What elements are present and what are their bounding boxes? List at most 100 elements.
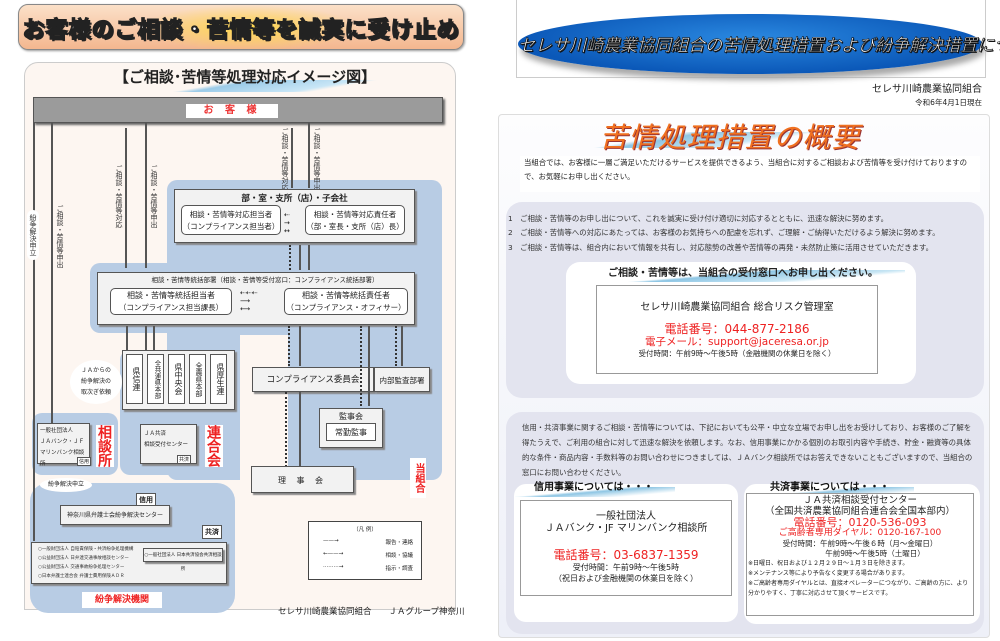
bar-center: 神奈川県弁護士会紛争解決センター <box>60 505 170 525</box>
kyosai-note: ※メンテナンス等により予告なく変更する場合があります。 <box>748 570 909 577</box>
customer-bar <box>33 97 443 123</box>
ja-kyosai-line2: 相談受付センター <box>144 442 189 448</box>
federation-item: 全共連県本部 <box>147 354 164 404</box>
left-banner: お客様のご相談・苦情等を誠実に受け止めます <box>18 4 464 50</box>
jabank-line2: ＪＡバンク・ＪＦ <box>40 439 85 445</box>
hq-staff-line2: （コンプライアンス担当課長） <box>118 303 224 312</box>
kyosai-heading: 共済事業については・・・ <box>770 482 890 493</box>
audit-line <box>401 326 403 366</box>
window-name: セレサ川崎農業協同組合 総合リスク管理室 <box>640 302 834 313</box>
double-arrow-icon: ←——→ <box>323 551 344 557</box>
standing-auditor: 常勤監事 <box>326 423 376 441</box>
federation-item: 県厚生連 <box>210 354 227 404</box>
legend-item: 相談・協議 <box>385 553 413 559</box>
title-frame <box>516 0 986 78</box>
federation-item: 県中央会 <box>168 354 185 404</box>
hq-fed-line2 <box>145 326 147 350</box>
intro-text: 当組合では、お客様に一層ご満足いただけるサービスを提供できるよう、当組合に対する… <box>520 156 980 192</box>
branch-arrows: ⇠→↔ <box>284 211 290 235</box>
overview-title: 苦情処理措置の概要 <box>599 121 861 154</box>
dispute-filing: 紛争解決申立 <box>40 478 92 492</box>
branch-out-label: ご相談・苦情等申出 <box>313 128 321 191</box>
hq-manager: 相談・苦情等統括責任者 （コンプライアンス・オフィサー） <box>284 288 408 315</box>
branch-manager-line2: （部・室長・支所（店）長） <box>306 222 404 231</box>
federation-item: 全農県本部 <box>189 354 206 404</box>
branch-response-line <box>291 128 293 188</box>
kyosai-phone[interactable]: 電話番号：0120-536-093 <box>793 516 927 529</box>
consult-line <box>51 123 53 423</box>
kyosai-box: ＪＡ共済相談受付センター （全国共済農業協同組合連合会全国本部内） 電話番号：0… <box>746 493 974 616</box>
federation-item: 県信連 <box>126 354 143 404</box>
branch-title: 部・室・支所（店）・子会社 <box>241 194 348 204</box>
jabank-line3: マリンバンク相談所 <box>40 450 85 467</box>
branch-response-label: ご相談・苦情等対応 <box>281 128 289 191</box>
window-phone[interactable]: 電話番号：044-877-2186 <box>664 322 810 336</box>
adr-kyosai: ○一般社団法人 日本共済協会共済相談所 <box>143 548 223 572</box>
federation-label: 連合会 <box>205 425 223 467</box>
credit-org2: ＪＡバンク・JF マリンバンク相談所 <box>544 523 708 534</box>
credit-phone[interactable]: 電話番号：03-6837-1359 <box>553 548 699 562</box>
hq-audit-dotted <box>360 326 362 406</box>
hq-manager-line2: （コンプライアンス・オフィサー） <box>286 303 406 312</box>
window-hours: 受付時間：午前9時～午後5時（金融機関の休業日を除く） <box>638 349 836 358</box>
adr-item: ○公益財団法人 交通事故紛争処理センター <box>38 565 125 570</box>
credit-org1: 一般社団法人 <box>596 511 656 522</box>
legend-item: 報告・連絡 <box>385 540 413 546</box>
window-title: ご相談・苦情等は、当組合の受付窓口へお申し出ください。 <box>608 268 878 279</box>
board-line <box>299 392 301 467</box>
hq-staff: 相談・苦情等統括担当者 （コンプライアンス担当課長） <box>110 288 232 315</box>
consult-response-label: ご相談・苦情等対応 <box>115 165 123 228</box>
org-name: セレサ川崎農業協同組合 <box>872 84 982 95</box>
overview-swoosh <box>560 132 820 148</box>
legend: （凡 例） ——→ 報告・連絡 ←——→ 相談・協議 ·········→ 指示・調査 <box>308 521 422 580</box>
branch-hq-dotted <box>289 245 291 270</box>
branch-hq-line2 <box>308 245 310 270</box>
hq-fed-line <box>126 326 128 350</box>
dotted-arrow-icon: ·········→ <box>323 564 344 570</box>
as-of-date: 令和6年4月1日現在 <box>915 98 982 107</box>
consult-out2-label: ご相談・苦情等申出 <box>150 165 158 228</box>
credit-hours2: （祝日および金融機関の休業日を除く） <box>554 574 698 583</box>
adr-list: ○一般財団法人 自賠責保険・共済紛争処理機構 ○公益財団法人 日弁連交通事故相談… <box>38 545 133 581</box>
hq-fed-line3 <box>153 326 155 350</box>
hq-arrows: ⇠⇠⇠⟶⟷ <box>240 289 258 313</box>
hq-title: 相談・苦情等統括部署（相談・苦情等受付窓口：コンプライアンス統括部署） <box>151 276 379 284</box>
hq-response-line <box>125 128 127 268</box>
legend-item: 指示・調査 <box>385 566 413 572</box>
dispute-line <box>33 123 35 541</box>
dispute-org-label: 紛争解決機関 <box>82 592 162 608</box>
ja-bubble: ＪＡからの 紛争解決の 取次ぎ依頼 <box>70 360 122 404</box>
ja-bubble-line3: 取次ぎ依頼 <box>80 389 111 396</box>
legend-title: （凡 例） <box>353 527 377 533</box>
left-banner-text: お客様のご相談・苦情等を誠実に受け止めます <box>22 17 460 43</box>
ja-bubble-line1: ＪＡからの <box>80 367 111 374</box>
board-box: 理 事 会 <box>251 466 354 493</box>
consult-out-label: ご相談・苦情等申出 <box>56 205 64 268</box>
hq-consult-line <box>145 123 147 268</box>
branch-staff: 相談・苦情等対応担当者 （コンプライアンス担当者） <box>181 205 281 235</box>
principle-3: 3 ご相談・苦情等は、組合内において情報を共有し、対応態勢の改善や苦情等の再発・… <box>508 243 934 252</box>
dispute-label: 紛争解決申立 <box>27 210 39 260</box>
kyosai-note: ※ご高齢者専用ダイヤルとは、直接オペレーターにつながり、ご高齢の方に、より分かり… <box>748 580 969 597</box>
page-title: セレサ川崎農業協同組合の苦情処理措置および紛争解決措置について <box>518 36 1000 57</box>
branch-consult-line <box>308 123 310 188</box>
kyosai-hours2: 午前9時～午後5時（土曜日） <box>825 549 925 558</box>
ja-bubble-line2: 紛争解決の <box>80 378 111 385</box>
solid-arrow-icon: ——→ <box>323 538 339 544</box>
kyosai-senior[interactable]: ご高齢者専用ダイヤル：0120-167-100 <box>778 528 942 538</box>
customer-label: お 客 様 <box>186 104 278 118</box>
credit-heading: 信用事業については・・・ <box>534 482 654 493</box>
window-email[interactable]: 電子メール：support@jaceresa.or.jp <box>645 336 829 348</box>
kyosai-hours1: 受付時間：午前9時～午後６時（月～金曜日） <box>782 539 938 548</box>
principle-2: 2 ご相談・苦情等への対応にあたっては、お客様のお気持ちへの配慮を忘れず、ご理解… <box>508 228 940 237</box>
audit-dotted <box>395 326 397 366</box>
credit-hours1: 受付時間：午前9時～午後5時 <box>572 563 680 572</box>
branch-staff-line1: 相談・苦情等対応担当者 <box>189 210 273 219</box>
gap <box>240 335 288 480</box>
consult-office-label: 相談所 <box>96 425 114 467</box>
adr-item: ○日本弁護士連合会 弁護士費用保険ＡＤＲ <box>38 574 125 579</box>
adr-item: ○一般財団法人 自賠責保険・共済紛争処理機構 <box>38 547 134 552</box>
diagram-title: 【ご相談･苦情等処理対応イメージ図】 <box>113 68 377 86</box>
hq-staff-line1: 相談・苦情等統括担当者 <box>127 291 215 300</box>
kyosai-org1: ＪＡ共済相談受付センター <box>802 495 917 506</box>
